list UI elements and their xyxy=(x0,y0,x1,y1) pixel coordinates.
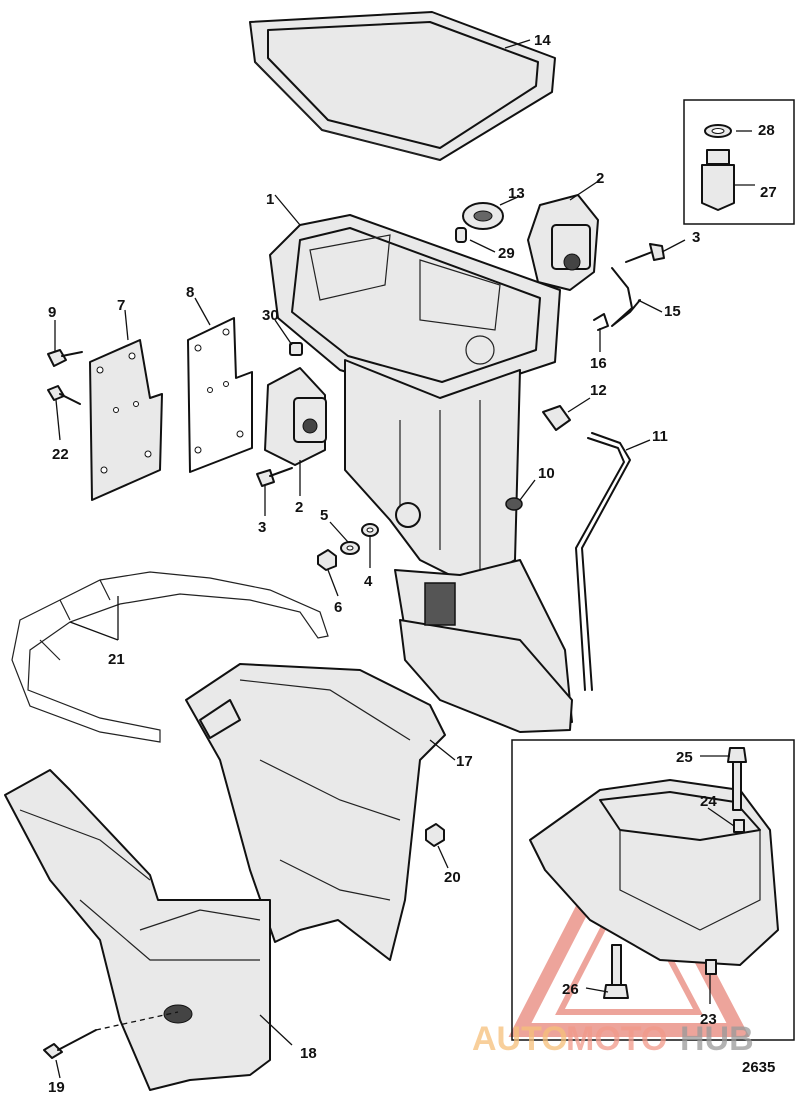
part-24-sleeve xyxy=(733,819,745,833)
part-1-driveshaft-housing xyxy=(269,214,573,733)
callout-22: 22 xyxy=(52,446,69,463)
inset-box-top xyxy=(683,99,795,225)
part-25-bolt xyxy=(727,747,747,811)
callout-24: 24 xyxy=(700,793,717,810)
callout-11: 11 xyxy=(652,428,668,445)
callout-8: 8 xyxy=(186,284,194,301)
svg-text:MOTO: MOTO xyxy=(566,1020,667,1058)
part-2-mount-upper xyxy=(527,194,599,291)
callout-3-upper: 3 xyxy=(692,229,700,246)
part-29-pin xyxy=(455,227,467,243)
figure-number: 2635 xyxy=(742,1059,775,1076)
part-20-nut xyxy=(425,823,445,847)
part-18-lower-cowl-left xyxy=(4,769,271,1091)
part-16-clip xyxy=(593,313,609,331)
callout-18: 18 xyxy=(300,1045,317,1062)
part-6-nut xyxy=(317,549,337,571)
part-4-washer xyxy=(361,523,379,537)
callout-20: 20 xyxy=(444,869,461,886)
callout-26: 26 xyxy=(562,981,579,998)
callout-7: 7 xyxy=(117,297,125,314)
inset-housing-base xyxy=(529,779,779,966)
part-9-bolt xyxy=(47,349,83,367)
part-17-lower-cowl-right xyxy=(185,663,446,961)
callout-labels: 14 28 27 13 2 1 29 3 9 7 8 30 15 16 12 2… xyxy=(48,32,777,1096)
callout-1: 1 xyxy=(266,191,274,208)
callout-16: 16 xyxy=(590,355,607,372)
svg-text:HUB: HUB xyxy=(680,1020,754,1058)
callout-27: 27 xyxy=(760,184,777,201)
part-10-plug xyxy=(505,497,523,511)
callout-13: 13 xyxy=(508,185,525,202)
part-14-seal xyxy=(249,11,556,161)
callout-9: 9 xyxy=(48,304,56,321)
callout-29: 29 xyxy=(498,245,515,262)
part-8-gasket-plate xyxy=(187,317,253,473)
callout-17: 17 xyxy=(456,753,473,770)
part-26-bolt xyxy=(603,944,629,999)
part-2-mount-lower xyxy=(264,367,327,466)
callout-5: 5 xyxy=(320,507,328,524)
callout-12: 12 xyxy=(590,382,607,399)
part-11-shift-rod xyxy=(575,432,631,691)
callout-2-upper: 2 xyxy=(596,170,604,187)
part-3-bolt-lower xyxy=(256,467,293,487)
part-23-sleeve xyxy=(705,959,717,975)
callout-14: 14 xyxy=(534,32,551,49)
part-5-washer xyxy=(340,541,360,555)
part-28-washer xyxy=(704,124,732,138)
callout-30: 30 xyxy=(262,307,279,324)
callout-23: 23 xyxy=(700,1011,717,1028)
leader-lines xyxy=(54,39,755,1079)
callout-19: 19 xyxy=(48,1079,65,1096)
part-12-bushing xyxy=(542,405,571,431)
watermark-text: AUTO MOTO HUB xyxy=(472,1020,754,1058)
part-15-bracket xyxy=(611,267,641,327)
callout-6: 6 xyxy=(334,599,342,616)
inset-box-bottom xyxy=(511,739,795,1041)
callout-28: 28 xyxy=(758,122,775,139)
callout-15: 15 xyxy=(664,303,681,320)
part-19-screw xyxy=(43,1011,179,1059)
part-7-cover-plate xyxy=(89,339,163,501)
part-13-grommet xyxy=(462,202,504,230)
part-21-seal xyxy=(11,571,329,743)
part-22-bolt xyxy=(47,385,81,405)
callout-4: 4 xyxy=(364,573,373,590)
callout-10: 10 xyxy=(538,465,555,482)
callout-21: 21 xyxy=(108,651,125,668)
svg-text:AUTO: AUTO xyxy=(472,1020,568,1058)
part-27-fitting xyxy=(701,149,735,211)
callout-2-lower: 2 xyxy=(295,499,303,516)
part-30-screw xyxy=(289,342,303,356)
callout-3-lower: 3 xyxy=(258,519,266,536)
callout-25: 25 xyxy=(676,749,693,766)
part-3-bolt-upper xyxy=(625,243,665,263)
